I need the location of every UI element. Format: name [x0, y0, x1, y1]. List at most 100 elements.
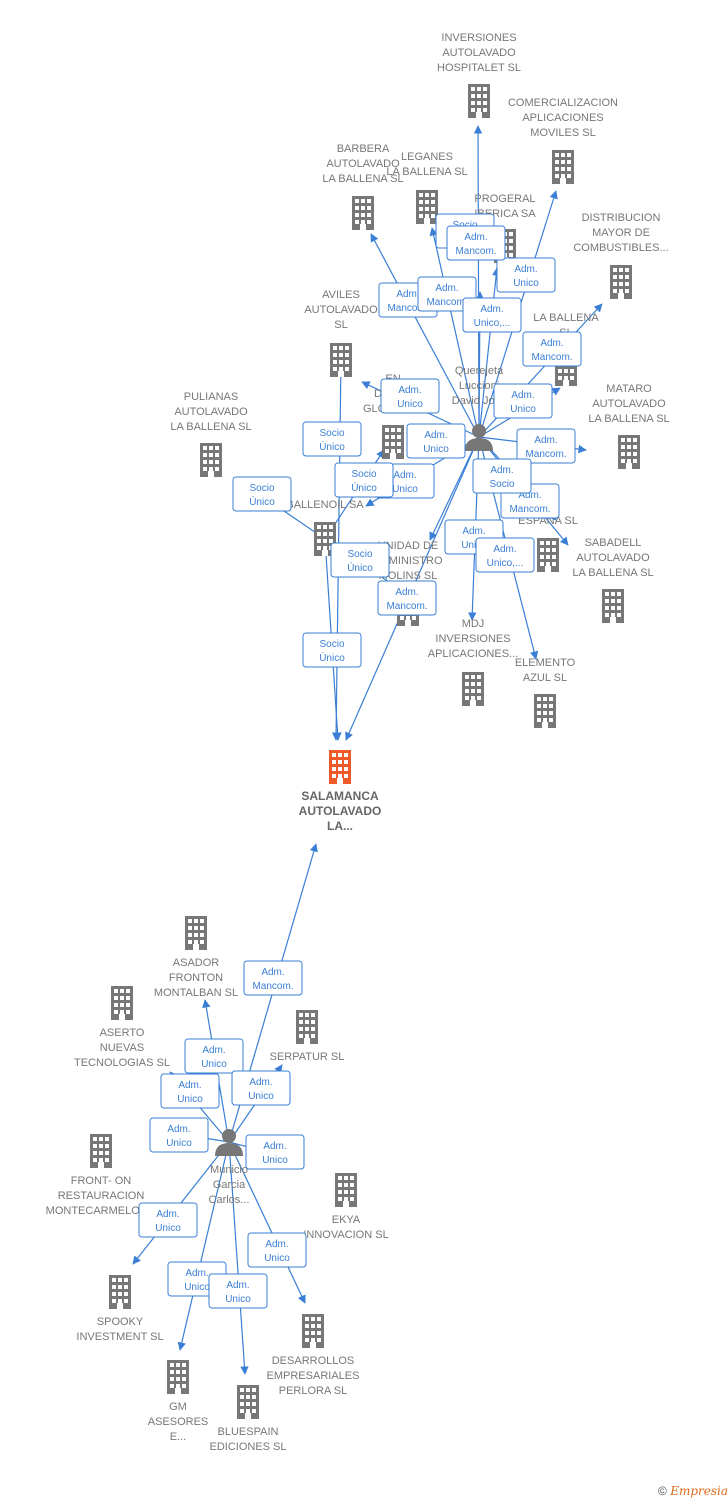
relation-badge-querejeta-la_ballena[interactable]: Adm.Unico — [493, 383, 553, 419]
relation-badge-querejeta-mataro[interactable]: Adm.Mancom. — [516, 428, 576, 464]
company-label-mdj[interactable]: INVERSIONES — [435, 633, 510, 645]
company-label-sabadell[interactable]: SABADELL — [585, 537, 642, 549]
relation-badge-municio-asador[interactable]: Adm.Unico — [184, 1038, 244, 1074]
relation-badge-querejeta-progeral[interactable]: Adm.Mancom. — [446, 225, 506, 261]
company-icon-general[interactable] — [537, 538, 559, 572]
company-icon-bluespain[interactable] — [237, 1385, 259, 1419]
company-label-desarrollos_perlora[interactable]: PERLORA SL — [279, 1385, 347, 1397]
company-label-distribucion[interactable]: DISTRIBUCION — [582, 212, 661, 224]
relation-badge-municio-salamanca[interactable]: Adm.Mancom. — [243, 960, 303, 996]
company-label-barbera[interactable]: LA BALLENA SL — [322, 173, 403, 185]
company-label-ekya[interactable]: INNOVACION SL — [303, 1229, 388, 1241]
company-label-barbera[interactable]: AUTOLAVADO — [326, 158, 400, 170]
relation-badge-querejeta-leganes[interactable]: Adm.Mancom. — [417, 276, 477, 312]
company-label-spooky[interactable]: INVESTMENT SL — [76, 1331, 163, 1343]
company-label-sabadell[interactable]: LA BALLENA SL — [572, 567, 653, 579]
company-label-gm_asesores[interactable]: GM — [169, 1401, 187, 1413]
relation-badge-querejeta-sabadell[interactable]: Adm.Socio — [472, 458, 532, 494]
company-label-salamanca[interactable]: AUTOLAVADO — [299, 804, 382, 818]
company-label-salamanca[interactable]: SALAMANCA — [301, 789, 379, 803]
company-label-progeral[interactable]: PROGERAL — [474, 193, 535, 205]
company-label-ballenoil[interactable]: BALLENOIL SA — [286, 499, 364, 511]
company-label-bluespain[interactable]: BLUESPAIN — [218, 1426, 279, 1438]
company-icon-distribucion[interactable] — [610, 265, 632, 299]
company-label-comercializacion[interactable]: COMERCIALIZACION — [508, 97, 618, 109]
company-label-mataro[interactable]: LA BALLENA SL — [588, 413, 669, 425]
person-label-municio[interactable]: Garcia — [213, 1179, 246, 1191]
relation-badge-municio-front_on[interactable]: Adm.Unico — [149, 1117, 209, 1153]
company-icon-asador[interactable] — [185, 916, 207, 950]
person-label-querejeta[interactable]: Querejeta — [455, 365, 504, 377]
company-label-leganes[interactable]: LA BALLENA SL — [386, 166, 467, 178]
company-label-elemento[interactable]: ELEMENTO — [515, 657, 576, 669]
person-label-municio[interactable]: Carlos... — [209, 1194, 250, 1206]
company-icon-desarrollos_perlora[interactable] — [302, 1314, 324, 1348]
company-icon-salamanca[interactable] — [329, 750, 351, 784]
company-label-pulianas[interactable]: PULIANAS — [184, 391, 238, 403]
company-icon-spooky[interactable] — [109, 1275, 131, 1309]
company-label-inv_hosp[interactable]: INVERSIONES — [441, 32, 516, 44]
company-label-distribucion[interactable]: COMBUSTIBLES... — [573, 242, 668, 254]
company-label-aviles[interactable]: SL — [334, 319, 347, 331]
person-icon-querejeta[interactable] — [465, 424, 493, 451]
company-label-aserto[interactable]: ASERTO — [100, 1027, 145, 1039]
company-icon-serpatur[interactable] — [296, 1010, 318, 1044]
company-label-barbera[interactable]: BARBERA — [337, 143, 390, 155]
company-label-desarrollos_perlora[interactable]: DESARROLLOS — [272, 1355, 355, 1367]
company-icon-leganes[interactable] — [416, 190, 438, 224]
company-icon-mataro[interactable] — [618, 435, 640, 469]
relation-badge-querejeta-elemento[interactable]: Adm.Unico,... — [475, 537, 535, 573]
company-label-unidad[interactable]: SUMINISTRO — [373, 555, 443, 567]
company-label-leganes[interactable]: LEGANES — [401, 151, 453, 163]
company-label-unidad[interactable]: MOLINS SL — [379, 570, 438, 582]
person-label-querejeta[interactable]: David Jose — [452, 395, 506, 407]
company-label-aviles[interactable]: AVILES — [322, 289, 360, 301]
company-icon-aviles[interactable] — [330, 343, 352, 377]
company-label-front_on[interactable]: RESTAURACION — [58, 1190, 145, 1202]
person-label-municio[interactable]: Municio — [210, 1164, 248, 1176]
relation-badge-municio-spooky[interactable]: Adm.Unico — [138, 1202, 198, 1238]
company-icon-aserto[interactable] — [111, 986, 133, 1020]
company-label-elemento[interactable]: AZUL SL — [523, 672, 567, 684]
company-label-distribucion[interactable]: MAYOR DE — [592, 227, 650, 239]
company-label-aserto[interactable]: NUEVAS — [100, 1042, 144, 1054]
company-label-mataro[interactable]: MATARO — [606, 383, 652, 395]
company-icon-ekya[interactable] — [335, 1173, 357, 1207]
company-label-front_on[interactable]: FRONT- ON — [71, 1175, 132, 1187]
company-label-pulianas[interactable]: AUTOLAVADO — [174, 406, 248, 418]
company-label-mataro[interactable]: AUTOLAVADO — [592, 398, 666, 410]
company-label-front_on[interactable]: MONTECARMELO SL — [46, 1205, 157, 1217]
company-label-gm_asesores[interactable]: E... — [170, 1431, 187, 1443]
company-icon-front_on[interactable] — [90, 1134, 112, 1168]
company-icon-mdj[interactable] — [462, 672, 484, 706]
company-label-inv_hosp[interactable]: AUTOLAVADO — [442, 47, 516, 59]
company-label-serpatur[interactable]: SERPATUR SL — [270, 1051, 345, 1063]
relation-badge-querejeta-salamanca[interactable]: Adm.Mancom. — [377, 580, 437, 616]
company-label-mdj[interactable]: MDJ — [462, 618, 485, 630]
company-label-aserto[interactable]: TECNOLOGIAS SL — [74, 1057, 170, 1069]
company-label-mdj[interactable]: APLICACIONES... — [428, 648, 518, 660]
company-label-inv_hosp[interactable]: HOSPITALET SL — [437, 62, 521, 74]
company-label-la_ballena[interactable]: LA BALLENA — [533, 312, 599, 324]
company-label-comercializacion[interactable]: APLICACIONES — [522, 112, 603, 124]
relation-badge-municio-desarrollos_perlora[interactable]: Adm.Unico — [247, 1232, 307, 1268]
company-label-spooky[interactable]: SPOOKY — [97, 1316, 144, 1328]
company-label-ekya[interactable]: EKYA — [332, 1214, 361, 1226]
company-icon-inv_hosp[interactable] — [468, 84, 490, 118]
company-label-asador[interactable]: MONTALBAN SL — [154, 987, 238, 999]
person-label-querejeta[interactable]: Luccioni — [459, 380, 499, 392]
company-icon-barbera[interactable] — [352, 196, 374, 230]
brand-logo[interactable]: Empresia — [670, 1484, 728, 1498]
relation-badge-querejeta-comercializacion[interactable]: Adm.Unico — [496, 257, 556, 293]
company-icon-comercializacion[interactable] — [552, 150, 574, 184]
person-icon-municio[interactable] — [215, 1129, 243, 1156]
relation-badge-municio-serpatur[interactable]: Adm.Unico — [231, 1070, 291, 1106]
company-label-desarrollos_perlora[interactable]: EMPRESARIALES — [267, 1370, 360, 1382]
relation-badge-querejeta-desarrollo[interactable]: Adm.Unico,... — [462, 297, 522, 333]
company-label-sabadell[interactable]: AUTOLAVADO — [576, 552, 650, 564]
relation-badge-querejeta-aviles[interactable]: Adm.Unico — [380, 378, 440, 414]
